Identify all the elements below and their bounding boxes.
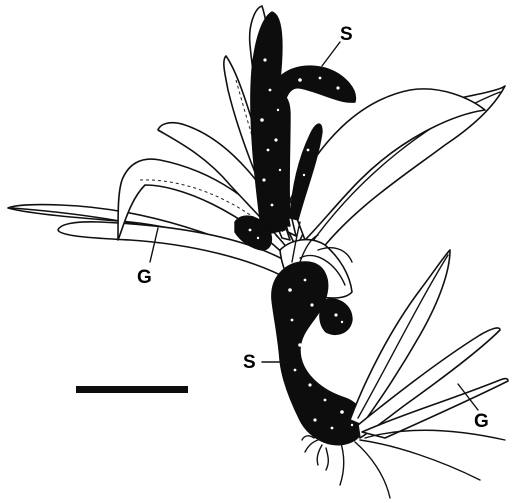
label-s-top: S (340, 24, 353, 45)
label-g-right: G (474, 411, 489, 432)
scale-bar (76, 386, 188, 393)
label-s-middle: S (243, 352, 256, 373)
dark-shoot-mid (264, 94, 290, 218)
label-g-left: G (137, 267, 152, 288)
dark-side-bud (320, 299, 352, 334)
leader-s-top (322, 42, 340, 66)
